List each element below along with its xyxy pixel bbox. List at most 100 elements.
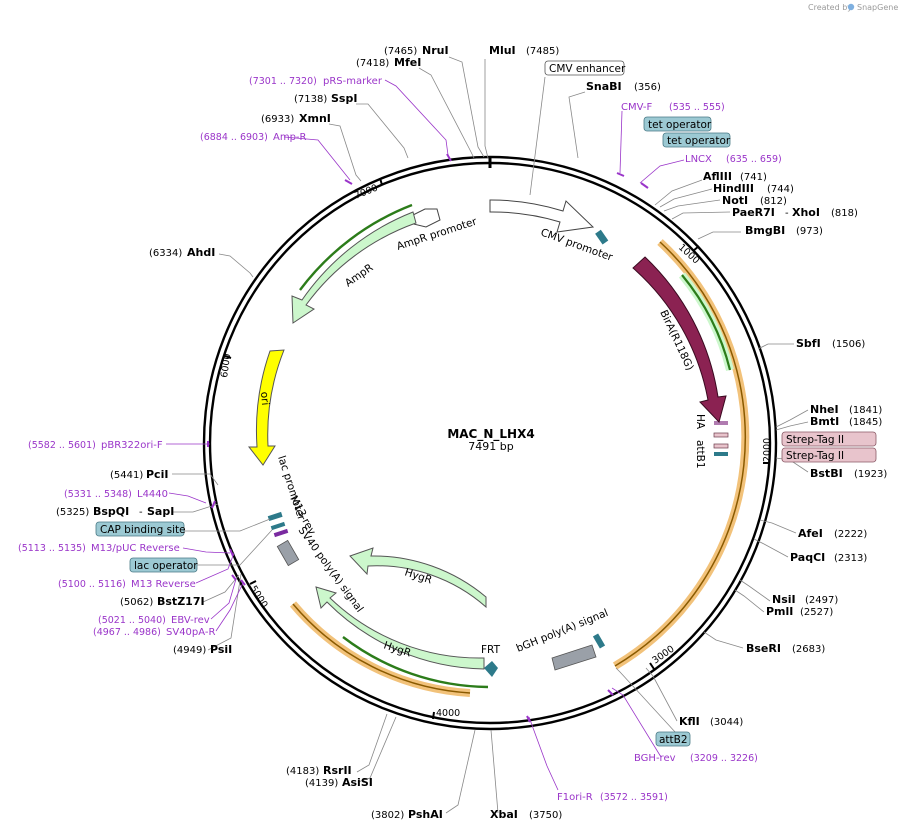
svg-text:(1506): (1506)	[832, 339, 865, 350]
site-noti[interactable]: NotI (812)	[722, 194, 787, 207]
svg-text:AhdI: AhdI	[187, 246, 215, 259]
primer-bgh-rev[interactable]: BGH-rev (3209 .. 3226)	[634, 753, 758, 764]
feature-arrows	[247, 199, 750, 697]
svg-text:-: -	[139, 507, 143, 518]
plasmid-name: MAC_N_LHX4	[447, 427, 534, 442]
ha-tag-marker	[714, 421, 728, 425]
strep-tag-box-1[interactable]: Strep-Tag II	[781, 431, 877, 447]
site-paer7i-xhoi[interactable]: PaeR7I - XhoI (818)	[732, 206, 858, 219]
attb2-box[interactable]: attB2	[655, 731, 691, 747]
svg-text:(5441): (5441)	[110, 470, 143, 481]
svg-text:7000: 7000	[353, 183, 380, 202]
cmv-marker	[595, 229, 609, 245]
svg-text:(2683): (2683)	[792, 644, 825, 655]
site-pmli[interactable]: PmlI (2527)	[766, 605, 833, 618]
site-xbai[interactable]: XbaI (3750)	[490, 808, 562, 821]
primer-pbr322ori-f[interactable]: (5582 .. 5601) pBR322ori-F	[28, 440, 163, 451]
site-nsii[interactable]: NsiI (2497)	[772, 593, 838, 606]
site-pcii[interactable]: (5441) PciI	[110, 468, 168, 481]
frt-label: FRT	[481, 644, 501, 656]
svg-text:(6884 .. 6903): (6884 .. 6903)	[200, 132, 268, 143]
svg-text:PaqCI: PaqCI	[790, 551, 825, 564]
ampr-orf-line	[299, 203, 413, 291]
primer-m13-reverse[interactable]: (5100 .. 5116) M13 Reverse	[58, 579, 196, 590]
primer-cmv-f[interactable]: CMV-F (535 .. 555)	[621, 102, 725, 113]
site-rsrii[interactable]: (4183) RsrII	[286, 764, 352, 777]
ori-label: ori	[258, 391, 271, 406]
site-bstbi[interactable]: BstBI (1923)	[810, 467, 887, 480]
svg-text:CAP binding site: CAP binding site	[100, 524, 186, 536]
site-pshai[interactable]: (3802) PshAI	[371, 808, 443, 821]
primer-labels: (7301 .. 7320) pRS-marker (6884 .. 6903)…	[18, 76, 782, 803]
svg-text:(973): (973)	[796, 226, 823, 237]
site-snabi[interactable]: SnaBI (356)	[586, 80, 661, 93]
primer-f1ori-r[interactable]: F1ori-R (3572 .. 3591)	[557, 792, 668, 803]
site-psii[interactable]: (4949) PsiI	[173, 643, 232, 656]
tet-operator-box-2[interactable]: tet operator	[662, 132, 731, 148]
site-sbfi[interactable]: SbfI (1506)	[796, 337, 865, 350]
svg-text:BspQI: BspQI	[93, 505, 129, 518]
svg-text:(4967 .. 4986): (4967 .. 4986)	[93, 627, 161, 638]
site-bstz17i[interactable]: (5062) BstZ17I	[120, 595, 205, 608]
svg-text:(7301 .. 7320): (7301 .. 7320)	[249, 76, 317, 87]
svg-text:(6933): (6933)	[261, 114, 294, 125]
primer-ebv-rev[interactable]: (5021 .. 5040) EBV-rev	[98, 615, 210, 626]
svg-text:(5062): (5062)	[120, 597, 153, 608]
cmv-enhancer-box[interactable]: CMV enhancer	[544, 60, 626, 76]
cap-binding-site-box[interactable]: CAP binding site	[95, 521, 186, 537]
site-ahdi[interactable]: (6334) AhdI	[149, 246, 215, 259]
site-kfli[interactable]: KflI (3044)	[679, 715, 743, 728]
site-paqci[interactable]: PaqCI (2313)	[790, 551, 867, 564]
primer-prs-marker[interactable]: (7301 .. 7320) pRS-marker	[249, 76, 383, 87]
site-nhei[interactable]: NheI (1841)	[810, 403, 882, 416]
svg-text:(4949): (4949)	[173, 645, 206, 656]
site-bspqi-sapi[interactable]: (5325) BspQI - SapI	[56, 505, 174, 518]
lac-operator-box[interactable]: lac operator	[129, 557, 198, 573]
primer-lncx[interactable]: LNCX (635 .. 659)	[685, 154, 782, 165]
site-bmti[interactable]: BmtI (1845)	[810, 415, 882, 428]
primer-l4440[interactable]: (5331 .. 5348) L4440	[64, 489, 168, 500]
snapgene-logo-icon	[847, 3, 855, 11]
svg-text:CMV-F: CMV-F	[621, 102, 652, 113]
site-bseri[interactable]: BseRI (2683)	[746, 642, 825, 655]
site-afliii[interactable]: AflIII (741)	[703, 170, 767, 183]
bira-arrow	[632, 256, 727, 423]
site-bmgbi[interactable]: BmgBI (973)	[745, 224, 823, 237]
site-hindiii[interactable]: HindIII (744)	[713, 182, 794, 195]
svg-text:SbfI: SbfI	[796, 337, 821, 350]
svg-text:tet operator: tet operator	[667, 135, 731, 147]
plasmid-title: MAC_N_LHX4 7491 bp	[447, 427, 534, 453]
svg-text:PshAI: PshAI	[408, 808, 443, 821]
ha-label: HA	[694, 414, 706, 430]
svg-text:(2497): (2497)	[805, 595, 838, 606]
site-asisi[interactable]: (4139) AsiSI	[305, 776, 373, 789]
site-xmni[interactable]: (6933) XmnI	[261, 112, 331, 125]
hygr-arrow-inner	[349, 547, 487, 609]
attb1-label: attB1	[694, 440, 706, 469]
backbone-features	[267, 229, 729, 677]
svg-text:SspI: SspI	[331, 92, 357, 105]
svg-text:AflIII: AflIII	[703, 170, 732, 183]
boxed-feature-labels: CMV enhancer tet operator tet operator S…	[95, 60, 877, 747]
hygr-label-outer: HygR	[382, 639, 412, 659]
site-afei[interactable]: AfeI (2222)	[798, 527, 867, 540]
site-mlui[interactable]: MluI (7485)	[489, 44, 559, 57]
svg-text:SV40pA-R: SV40pA-R	[166, 627, 215, 638]
site-sspi[interactable]: (7138) SspI	[294, 92, 357, 105]
svg-text:XbaI: XbaI	[490, 808, 518, 821]
primer-sv40pa-r[interactable]: (4967 .. 4986) SV40pA-R	[93, 627, 215, 638]
strep-tag-marker-1	[713, 432, 729, 438]
leader-lines	[172, 56, 809, 814]
primer-m13-puc-reverse[interactable]: (5113 .. 5135) M13/pUC Reverse	[18, 543, 180, 554]
watermark-app: SnapGene	[857, 3, 898, 12]
hygr-arrow-outer	[315, 586, 485, 670]
site-nrui[interactable]: (7465) NruI	[384, 44, 449, 57]
svg-text:(4183): (4183)	[286, 766, 319, 777]
inner-green-line	[681, 274, 732, 371]
ori-arrow	[247, 349, 285, 466]
strep-tag-box-2[interactable]: Strep-Tag II	[781, 447, 877, 463]
tet-operator-box-1[interactable]: tet operator	[643, 116, 712, 132]
primer-amp-r[interactable]: (6884 .. 6903) Amp-R	[200, 132, 307, 143]
site-mfei[interactable]: (7418) MfeI	[356, 56, 421, 69]
